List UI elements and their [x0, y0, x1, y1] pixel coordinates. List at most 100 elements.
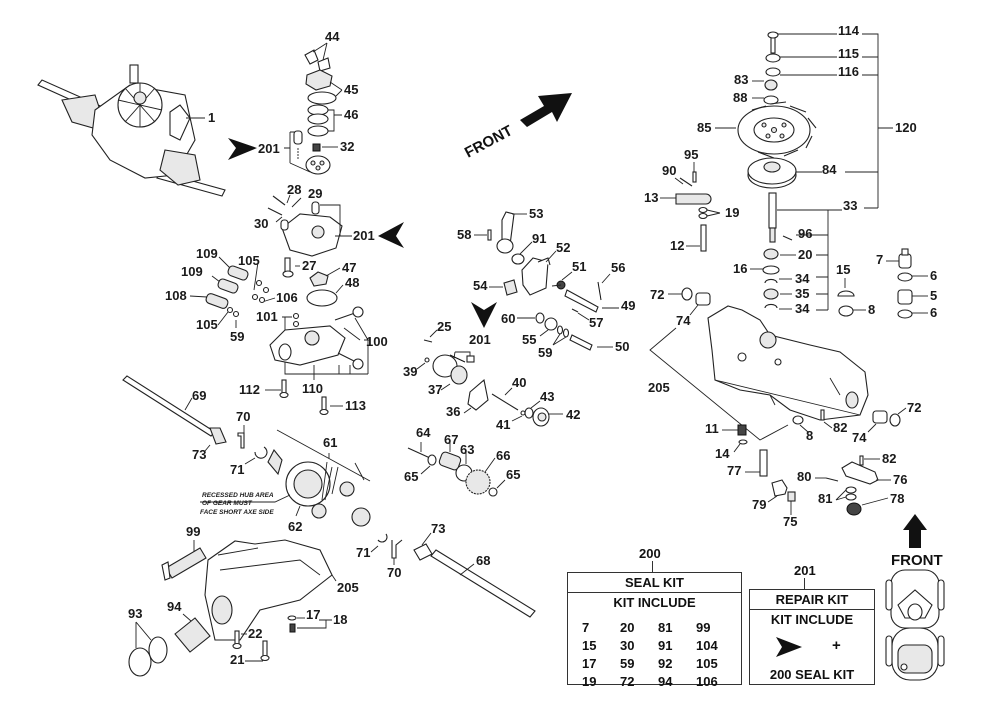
control-lever-13[interactable]: 95 90 13 19 12 — [644, 147, 739, 253]
label-part-37: 37 — [428, 382, 442, 397]
label-part-61: 61 — [323, 435, 337, 450]
label-part-95: 95 — [684, 147, 698, 162]
label-part-108: 108 — [165, 288, 187, 303]
upper-housing[interactable]: 72 74 205 8 82 74 72 — [648, 287, 921, 445]
label-part-29: 29 — [308, 186, 322, 201]
label-part-18: 18 — [333, 612, 347, 627]
seal-kit-item: 19 — [582, 674, 597, 689]
seal-kit-item: 104 — [696, 638, 718, 653]
label-part-11: 11 — [705, 421, 719, 436]
label-part-60: 60 — [501, 311, 515, 326]
label-part-16: 16 — [733, 261, 747, 276]
label-part-72: 72 — [650, 287, 664, 302]
label-part-120: 120 — [895, 120, 917, 135]
label-part-105: 105 — [196, 317, 218, 332]
label-part-85: 85 — [697, 120, 711, 135]
seal-kit-item: 106 — [696, 674, 718, 689]
label-part-5: 5 — [930, 288, 937, 303]
differential-short-axle[interactable]: 69 73 70 71 61 62 — [122, 375, 371, 534]
parts-44-46-stack[interactable]: 44 45 46 32 — [293, 29, 358, 175]
label-part-109: 109 — [196, 246, 218, 261]
label-part-65: 65 — [506, 467, 520, 482]
label-part-91: 91 — [532, 231, 546, 246]
label-part-12: 12 — [670, 238, 684, 253]
label-part-201: 201 — [469, 332, 491, 347]
seal-kit-item: 20 — [620, 620, 635, 635]
label-part-73: 73 — [431, 521, 445, 536]
label-part-77: 77 — [727, 463, 741, 478]
label-part-30: 30 — [254, 216, 268, 231]
label-part-45: 45 — [344, 82, 358, 97]
lower-housing[interactable]: 99 205 94 93 22 21 17 18 — [128, 524, 359, 677]
label-part-105: 105 — [238, 253, 260, 268]
label-part-205: 205 — [337, 580, 359, 595]
label-part-50: 50 — [615, 339, 629, 354]
label-part-78: 78 — [890, 491, 904, 506]
label-part-17: 17 — [306, 607, 320, 622]
front-direction-diagonal: FRONT — [462, 93, 572, 162]
label-part-22: 22 — [248, 626, 262, 641]
label-part-74: 74 — [676, 313, 691, 328]
label-part-48: 48 — [345, 275, 359, 290]
label-part-114: 114 — [838, 23, 860, 38]
label-part-69: 69 — [192, 388, 206, 403]
label-part-201: 201 — [258, 141, 280, 156]
center-section-110[interactable]: 101 100 110 112 113 — [239, 306, 388, 416]
bypass-parts[interactable]: 11 14 77 79 75 80 82 76 81 78 — [705, 421, 907, 529]
repair-kit-leader — [804, 578, 805, 589]
seal-kit-item: 99 — [696, 620, 711, 635]
label-part-205: 205 — [648, 380, 670, 395]
label-part-71: 71 — [230, 462, 244, 477]
label-part-35: 35 — [795, 286, 809, 301]
seal-kit-table: SEAL KIT KIT INCLUDE 7 20 81 99 15 30 91… — [567, 572, 742, 689]
label-part-74: 74 — [852, 430, 867, 445]
label-part-52: 52 — [556, 240, 570, 255]
label-part-8: 8 — [868, 302, 875, 317]
seal-kit-number: 200 — [639, 546, 661, 561]
brake-parts[interactable]: 201 25 39 37 36 40 41 43 42 — [403, 302, 580, 432]
control-arm-parts[interactable]: 53 58 91 52 51 54 56 49 57 60 55 59 — [457, 206, 635, 360]
arrow-up-icon — [903, 514, 927, 548]
label-part-1: 1 — [208, 110, 215, 125]
label-part-106: 106 — [276, 290, 298, 305]
label-part-34: 34 — [795, 271, 810, 286]
label-part-59: 59 — [538, 345, 552, 360]
label-part-75: 75 — [783, 514, 797, 529]
label-part-81: 81 — [818, 491, 832, 506]
label-part-64: 64 — [416, 425, 431, 440]
valve-parts-105-109[interactable]: 109 109 108 105 105 106 59 — [165, 246, 298, 344]
label-part-28: 28 — [287, 182, 301, 197]
input-shaft-stack[interactable]: 114 115 116 120 83 88 85 84 — [697, 23, 917, 316]
label-part-82: 82 — [833, 420, 847, 435]
transaxle-assembly[interactable]: 1 — [37, 64, 226, 197]
arrowhead-marker-icon — [228, 138, 257, 160]
label-part-72: 72 — [907, 400, 921, 415]
seal-kit-item: 7 — [582, 620, 590, 635]
front-direction-vertical: FRONT — [885, 514, 945, 681]
label-part-67: 67 — [444, 432, 458, 447]
label-part-96: 96 — [798, 226, 812, 241]
label-part-70: 70 — [236, 409, 250, 424]
label-part-21: 21 — [230, 652, 244, 667]
label-part-44: 44 — [325, 29, 340, 44]
label-part-65: 65 — [404, 469, 418, 484]
cooling-fan — [737, 101, 817, 159]
parts-28-30-block[interactable]: 28 29 30 201 27 47 48 — [254, 182, 404, 307]
svg-text:FRONT: FRONT — [462, 122, 516, 161]
seal-kit-item: 72 — [620, 674, 635, 689]
label-part-15: 15 — [836, 262, 850, 277]
label-part-39: 39 — [403, 364, 417, 379]
repair-kit-title: REPAIR KIT — [750, 590, 874, 610]
idler-gear-parts[interactable]: 64 65 67 63 66 65 — [404, 425, 520, 497]
label-part-13: 13 — [644, 190, 658, 205]
label-part-83: 83 — [734, 72, 748, 87]
label-part-14: 14 — [715, 446, 730, 461]
label-part-34: 34 — [795, 301, 810, 316]
long-axle-68[interactable]: 68 73 70 71 — [356, 521, 536, 618]
misc-plugs[interactable]: 15 8 7 6 5 6 — [836, 248, 937, 320]
seal-kit-item: 91 — [658, 638, 673, 653]
gear-orientation-note: RECESSED HUB AREA OF GEAR MUST FACE SHOR… — [200, 492, 274, 516]
repair-kit-subtitle: KIT INCLUDE — [770, 612, 854, 627]
repair-kit-contents: + — [750, 627, 874, 667]
label-part-25: 25 — [437, 319, 451, 334]
